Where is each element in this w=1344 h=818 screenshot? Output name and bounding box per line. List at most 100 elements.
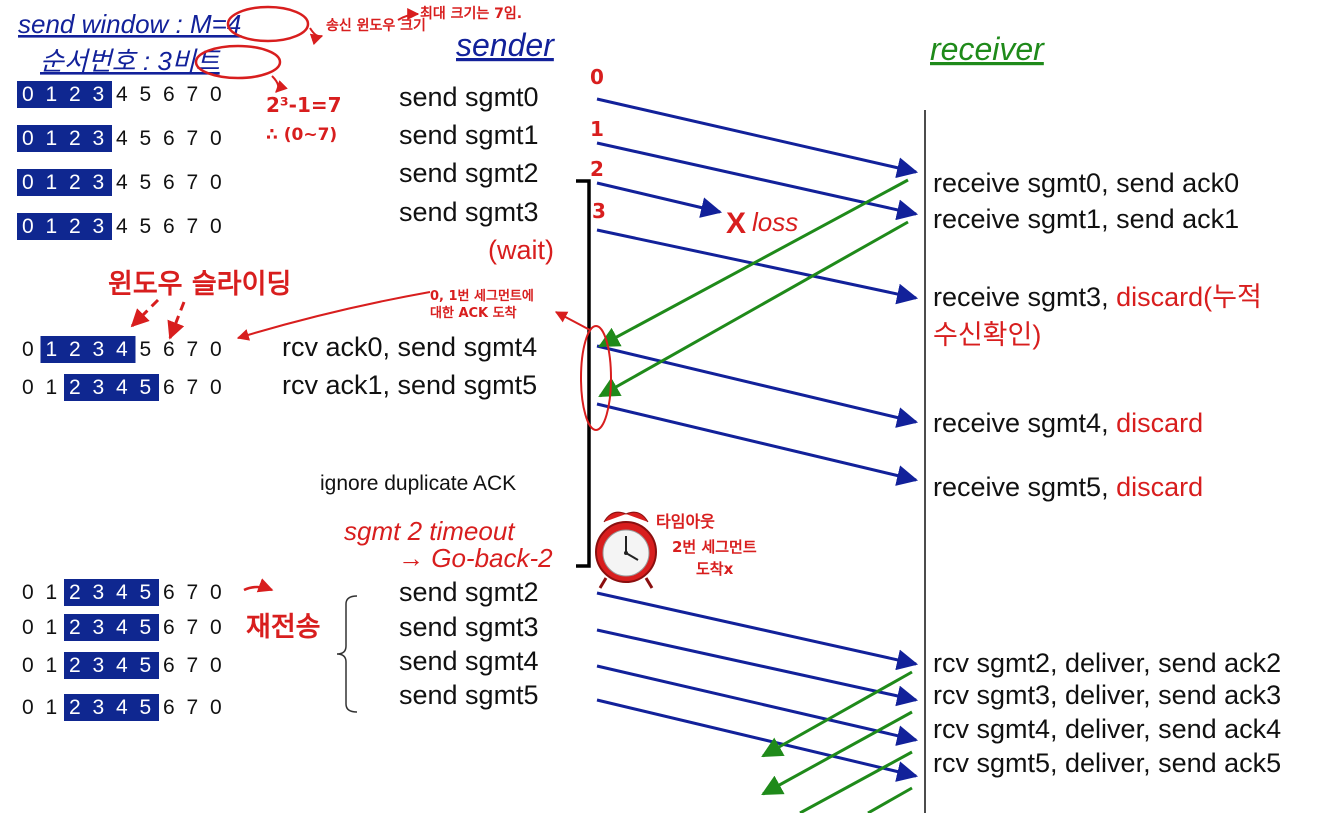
seq-digit: 7 [187, 581, 199, 604]
seq-digit: 6 [163, 581, 175, 604]
seq-digit: 0 [210, 654, 222, 677]
ack-arrival-note: 0, 1번 세그먼트에 대한 ACK 도착 [430, 288, 538, 321]
seq-digit: 1 [46, 581, 58, 604]
sender-event-resend-sgmt3: send sgmt3 [399, 612, 539, 642]
seq-digit: 0 [22, 654, 34, 677]
seq-digit: 2 [69, 83, 81, 106]
receiver-event-4: receive sgmt4, discard [933, 408, 1203, 438]
seq-mark-1: 1 [590, 117, 604, 141]
seq-digit: 4 [116, 581, 128, 604]
seq-digit: 0 [210, 696, 222, 719]
seq-digit: 2 [69, 215, 81, 238]
sender-event-send-sgmt0: send sgmt0 [399, 82, 539, 112]
note-arrow-1 [309, 27, 324, 46]
arrow-sgmt5 [596, 402, 919, 486]
receiver-event-3: 수신확인) [933, 320, 1041, 350]
seq-digit: 2 [69, 616, 81, 639]
window-highlight [17, 213, 112, 240]
seq-digit: 0 [22, 83, 34, 106]
seq-digit: 5 [140, 215, 152, 238]
receiver-event-0: receive sgmt0, send ack0 [933, 168, 1239, 198]
range-note: ∴ (0~7) [266, 125, 337, 145]
seq-digit: 2 [69, 171, 81, 194]
window-highlight [64, 694, 159, 721]
ack-arrows [598, 178, 913, 815]
receiver-event-8: rcv sgmt4, deliver, send ack4 [933, 714, 1281, 744]
sender-event-resend-sgmt4: send sgmt4 [399, 646, 539, 676]
seq-digit: 5 [140, 376, 152, 399]
seq-digit: 2 [69, 581, 81, 604]
sender-event-send-sgmt2: send sgmt2 [399, 158, 539, 188]
receiver-title: receiver [930, 31, 1045, 67]
arrow-resend-sgmt2 [596, 591, 919, 671]
ack-arrival-circle [580, 325, 612, 431]
seq-digit: 5 [140, 338, 152, 361]
seq-digit: 7 [187, 696, 199, 719]
seq-digit: 4 [116, 696, 128, 719]
seq-digit: 2 [69, 696, 81, 719]
arrow-resend-sgmt4 [596, 664, 919, 746]
seq-digit: 5 [140, 127, 152, 150]
slide-arrow-2 [167, 301, 186, 340]
seq-digit: 0 [210, 83, 222, 106]
seq-digit: 0 [210, 171, 222, 194]
seq-digit: 5 [140, 654, 152, 677]
seq-digit: 3 [93, 338, 105, 361]
seq-digit: 7 [187, 127, 199, 150]
seq-digit: 3 [93, 376, 105, 399]
seq-digit: 1 [46, 616, 58, 639]
window-highlight [40, 336, 136, 363]
m-circle [226, 5, 310, 43]
seq-digit: 1 [46, 654, 58, 677]
seq-digit: 4 [116, 127, 128, 150]
seq-digit: 1 [46, 338, 58, 361]
seq-mark-0: 0 [590, 65, 604, 89]
seq-digit: 0 [22, 616, 34, 639]
retransmit-note: 재전송 [246, 612, 321, 643]
seq-digit: 6 [163, 171, 175, 194]
seq-digit: 0 [210, 581, 222, 604]
window-highlight [17, 169, 112, 196]
sender-title: sender [456, 27, 555, 63]
seq-digit: 5 [140, 171, 152, 194]
ack-note-arrow-2 [554, 311, 591, 331]
seq-digit: 5 [140, 696, 152, 719]
arrow-resend-sgmt3 [596, 628, 919, 707]
seq-digit: 1 [46, 171, 58, 194]
arrow-ack3 [761, 710, 913, 796]
seq-digit: 7 [187, 654, 199, 677]
seq-digit: 0 [210, 376, 222, 399]
seq-digit: 6 [163, 127, 175, 150]
timeout-timer-bracket [576, 179, 591, 568]
receiver-event-7: rcv sgmt3, deliver, send ack3 [933, 680, 1281, 710]
max-size-note: 최대 크기는 7임. [420, 6, 522, 22]
timeout-label: sgmt 2 timeout [344, 516, 516, 546]
send-window-title: send window : M=4 [18, 9, 241, 39]
sender-event-resend-sgmt2: send sgmt2 [399, 577, 539, 607]
seq-digit: 7 [187, 376, 199, 399]
arrow-sgmt2-lost [596, 181, 723, 218]
seq-digit: 1 [46, 376, 58, 399]
seq-digit: 7 [187, 338, 199, 361]
seq-digit: 1 [46, 696, 58, 719]
seq-digit: 1 [46, 127, 58, 150]
seq-digit: 0 [22, 376, 34, 399]
arrow-sgmt0 [596, 97, 919, 179]
seq-digit: 7 [187, 83, 199, 106]
go-back-label: → Go-back-2 [398, 543, 553, 573]
sliding-note: 윈도우 슬라이딩 [108, 269, 291, 300]
window-highlight [17, 125, 112, 152]
arrow-sgmt4 [596, 344, 919, 428]
seq-digit: 4 [116, 654, 128, 677]
seq-digit: 4 [116, 376, 128, 399]
seq-digit: 0 [210, 127, 222, 150]
window-size-note: 송신 윈도우 크기 [326, 18, 426, 34]
window-highlight [64, 374, 159, 401]
